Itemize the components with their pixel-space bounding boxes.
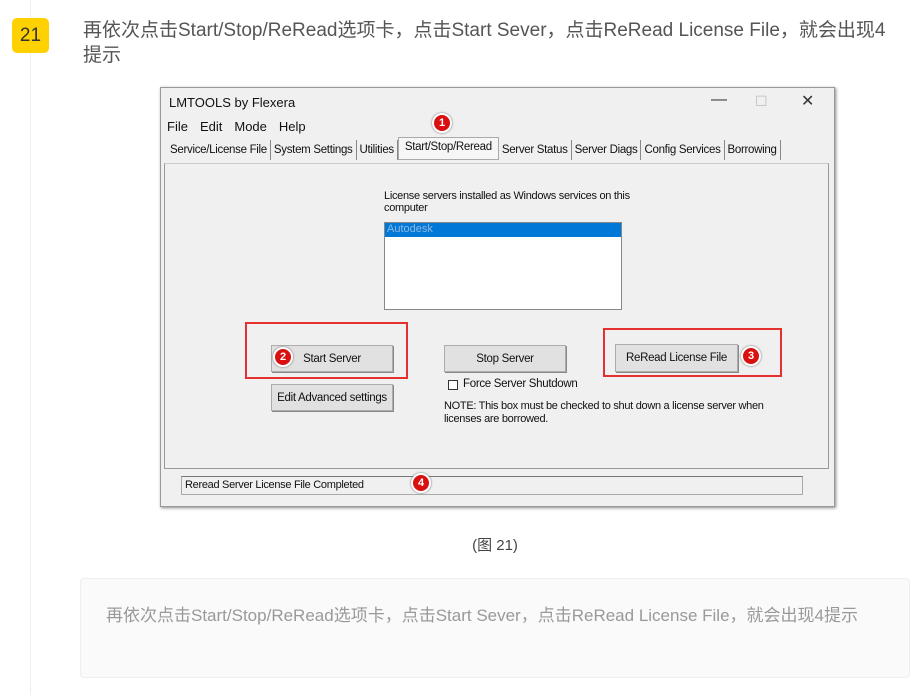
quote-text: 再依次点击Start/Stop/ReRead选项卡，点击Start Sever，… bbox=[106, 606, 858, 625]
lmtools-screenshot: LMTOOLS by Flexera — ☐ ✕ File Edit Mode … bbox=[160, 87, 835, 507]
note-text: NOTE: This box must be checked to shut d… bbox=[444, 400, 764, 425]
step-heading: 再依次点击Start/Stop/ReRead选项卡，点击Start Sever，… bbox=[83, 20, 886, 66]
figure-caption: (图 21) bbox=[472, 537, 518, 554]
service-list[interactable]: Autodesk bbox=[384, 222, 622, 310]
tab-borrowing[interactable]: Borrowing bbox=[725, 140, 781, 160]
tab-service-license[interactable]: Service/License File bbox=[167, 140, 271, 160]
status-bar: Reread Server License File Completed bbox=[181, 476, 803, 495]
list-item-autodesk[interactable]: Autodesk bbox=[385, 223, 621, 237]
list-label: License servers installed as Windows ser… bbox=[384, 190, 630, 214]
menu-mode[interactable]: Mode bbox=[234, 119, 267, 134]
highlight-reread bbox=[603, 328, 782, 377]
menu-edit[interactable]: Edit bbox=[199, 119, 223, 134]
marker-1: 1 bbox=[432, 113, 452, 133]
step-badge: 21 bbox=[12, 18, 49, 53]
marker-2: 2 bbox=[273, 347, 293, 367]
marker-3: 3 bbox=[741, 346, 761, 366]
tab-server-status[interactable]: Server Status bbox=[499, 140, 572, 160]
highlight-start bbox=[245, 322, 408, 379]
minimize-icon[interactable]: — bbox=[711, 91, 727, 108]
stop-server-button[interactable]: Stop Server bbox=[444, 345, 566, 372]
menu-help[interactable]: Help bbox=[278, 119, 306, 134]
window-title: LMTOOLS by Flexera bbox=[169, 95, 296, 110]
tab-bar: Service/License File System Settings Uti… bbox=[167, 137, 781, 160]
tab-panel bbox=[164, 163, 829, 469]
menu-bar: File Edit Mode Help bbox=[167, 119, 306, 134]
maximize-icon[interactable]: ☐ bbox=[755, 93, 768, 109]
edit-advanced-button[interactable]: Edit Advanced settings bbox=[271, 384, 393, 411]
quote-box: 再依次点击Start/Stop/ReRead选项卡，点击Start Sever，… bbox=[80, 578, 910, 678]
force-shutdown-label: Force Server Shutdown bbox=[463, 378, 578, 390]
force-shutdown-checkbox[interactable] bbox=[448, 380, 458, 390]
close-icon[interactable]: ✕ bbox=[801, 93, 815, 110]
tab-server-diags[interactable]: Server Diags bbox=[572, 140, 642, 160]
tab-utilities[interactable]: Utilities bbox=[357, 140, 398, 160]
menu-file[interactable]: File bbox=[167, 119, 188, 134]
timeline-line bbox=[30, 0, 31, 695]
tab-start-stop-reread[interactable]: Start/Stop/Reread bbox=[397, 137, 499, 160]
tab-system-settings[interactable]: System Settings bbox=[271, 140, 357, 160]
marker-4: 4 bbox=[411, 473, 431, 493]
reread-license-button[interactable]: ReRead License File bbox=[615, 344, 738, 372]
tab-config-services[interactable]: Config Services bbox=[641, 140, 725, 160]
